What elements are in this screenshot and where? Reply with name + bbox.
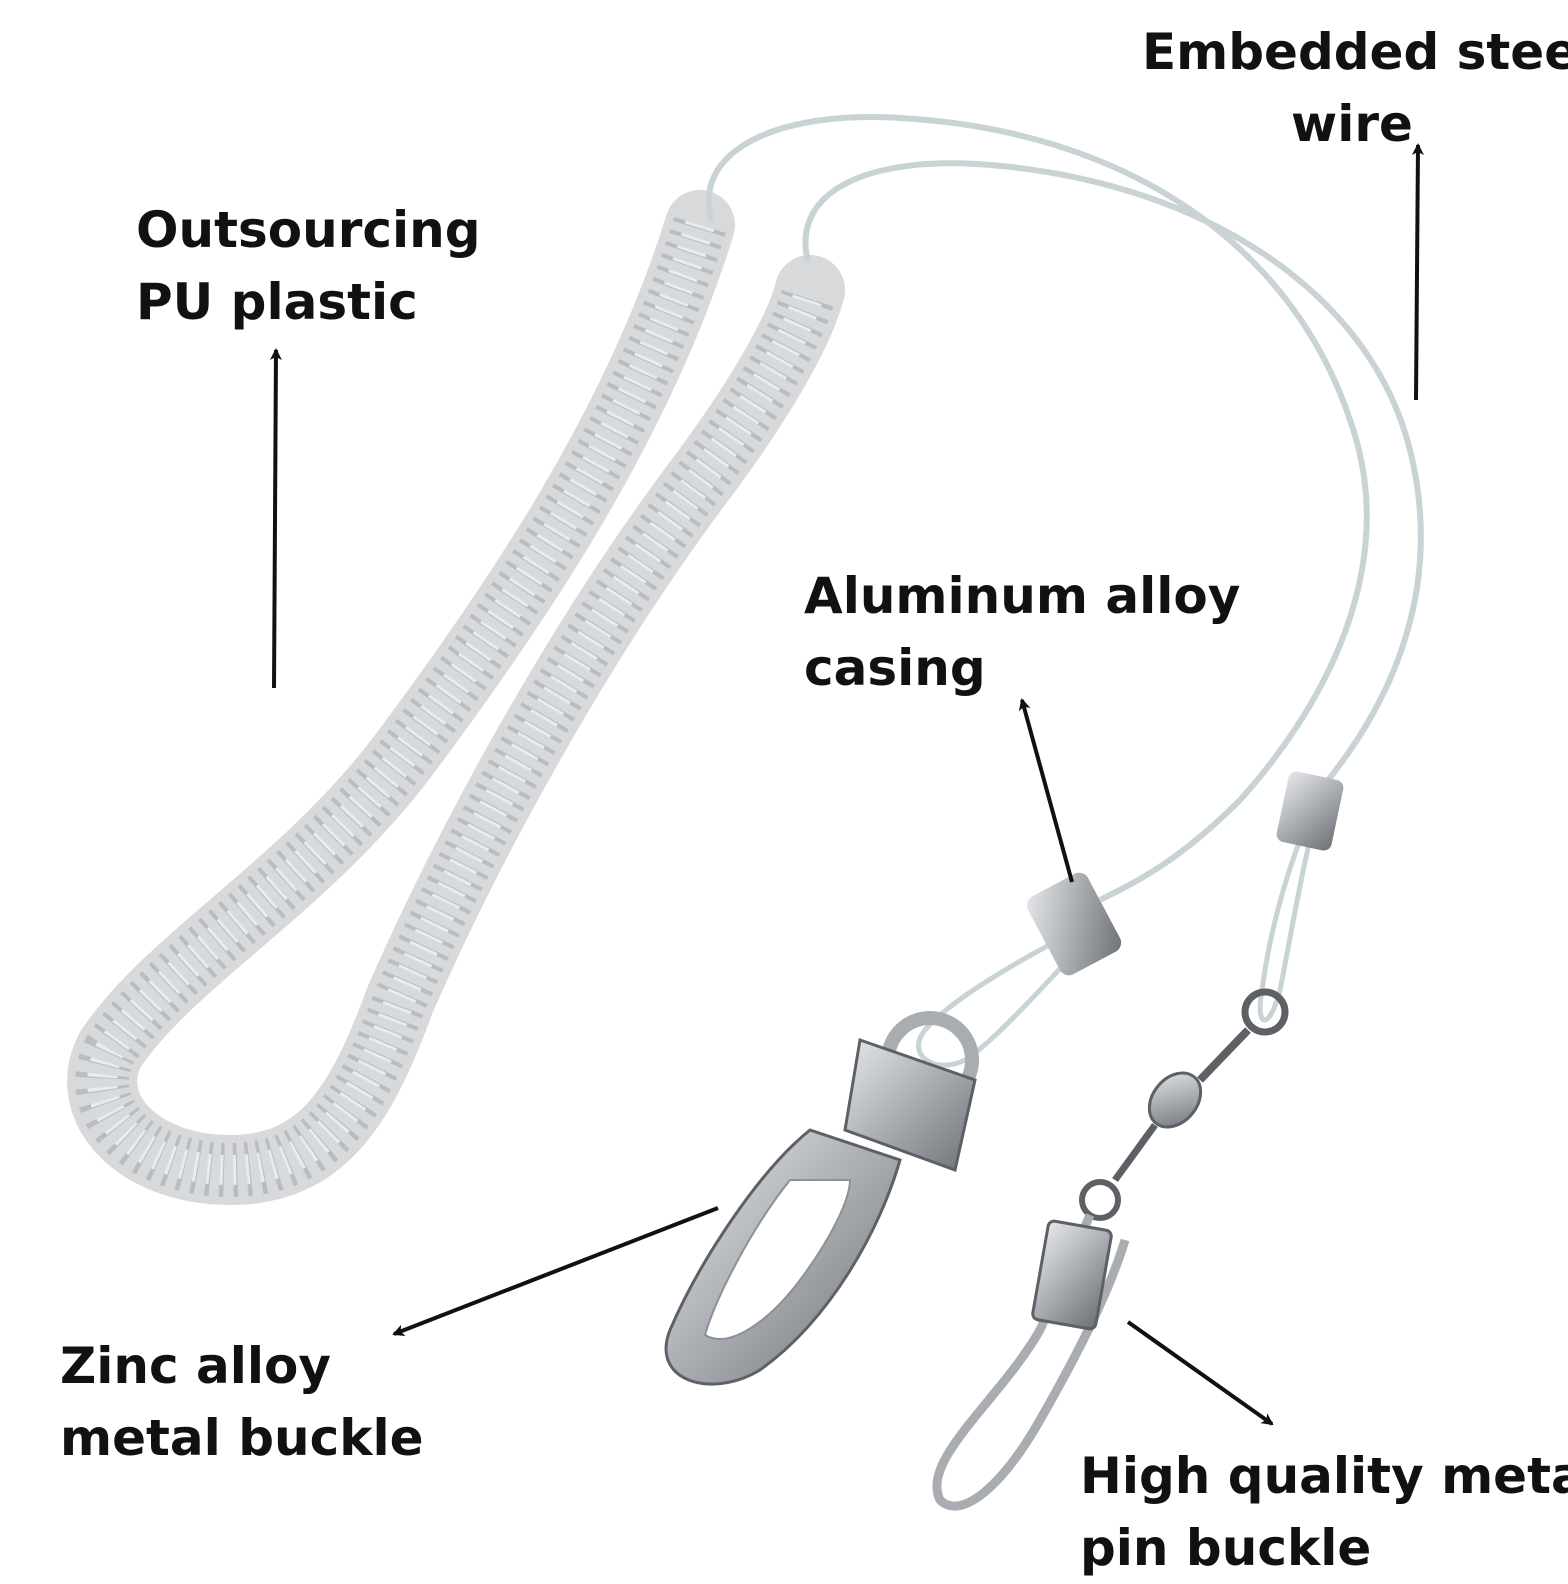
arrow-aluminum-casing xyxy=(1018,698,1074,883)
label-zinc-buckle-line1: Zinc alloy xyxy=(60,1337,331,1395)
label-pin-buckle-line2: pin buckle xyxy=(1080,1519,1372,1577)
label-steel-wire: Embedded steel wire xyxy=(1142,16,1568,160)
arrow-zinc-buckle xyxy=(392,1206,719,1336)
label-zinc-buckle: Zinc alloy metal buckle xyxy=(60,1330,424,1474)
label-steel-wire-line2: wire xyxy=(1291,95,1413,153)
label-steel-wire-line1: Embedded steel xyxy=(1142,23,1568,81)
label-pu-plastic-line2: PU plastic xyxy=(136,273,418,331)
zinc-snap-hook xyxy=(664,1011,979,1386)
arrow-pin-buckle xyxy=(1126,1320,1274,1426)
arrow-steel-wire xyxy=(1411,143,1424,401)
pin-snap-swivel xyxy=(932,988,1289,1511)
label-pin-buckle: High quality metal pin buckle xyxy=(1080,1440,1568,1584)
label-pin-buckle-line1: High quality metal xyxy=(1080,1447,1568,1505)
label-pu-plastic-line1: Outsourcing xyxy=(136,201,481,259)
label-zinc-buckle-line2: metal buckle xyxy=(60,1409,424,1467)
label-aluminum-casing: Aluminum alloy casing xyxy=(804,560,1240,704)
aluminum-ferrules xyxy=(1026,771,1344,976)
steel-wire-cables xyxy=(705,114,1424,1068)
coiled-cord xyxy=(67,190,845,1206)
label-aluminum-casing-line2: casing xyxy=(804,639,986,697)
label-aluminum-casing-line1: Aluminum alloy xyxy=(804,567,1241,625)
label-pu-plastic: Outsourcing PU plastic xyxy=(136,194,481,338)
annotation-arrows xyxy=(269,143,1424,1426)
arrow-pu-plastic xyxy=(269,348,282,689)
